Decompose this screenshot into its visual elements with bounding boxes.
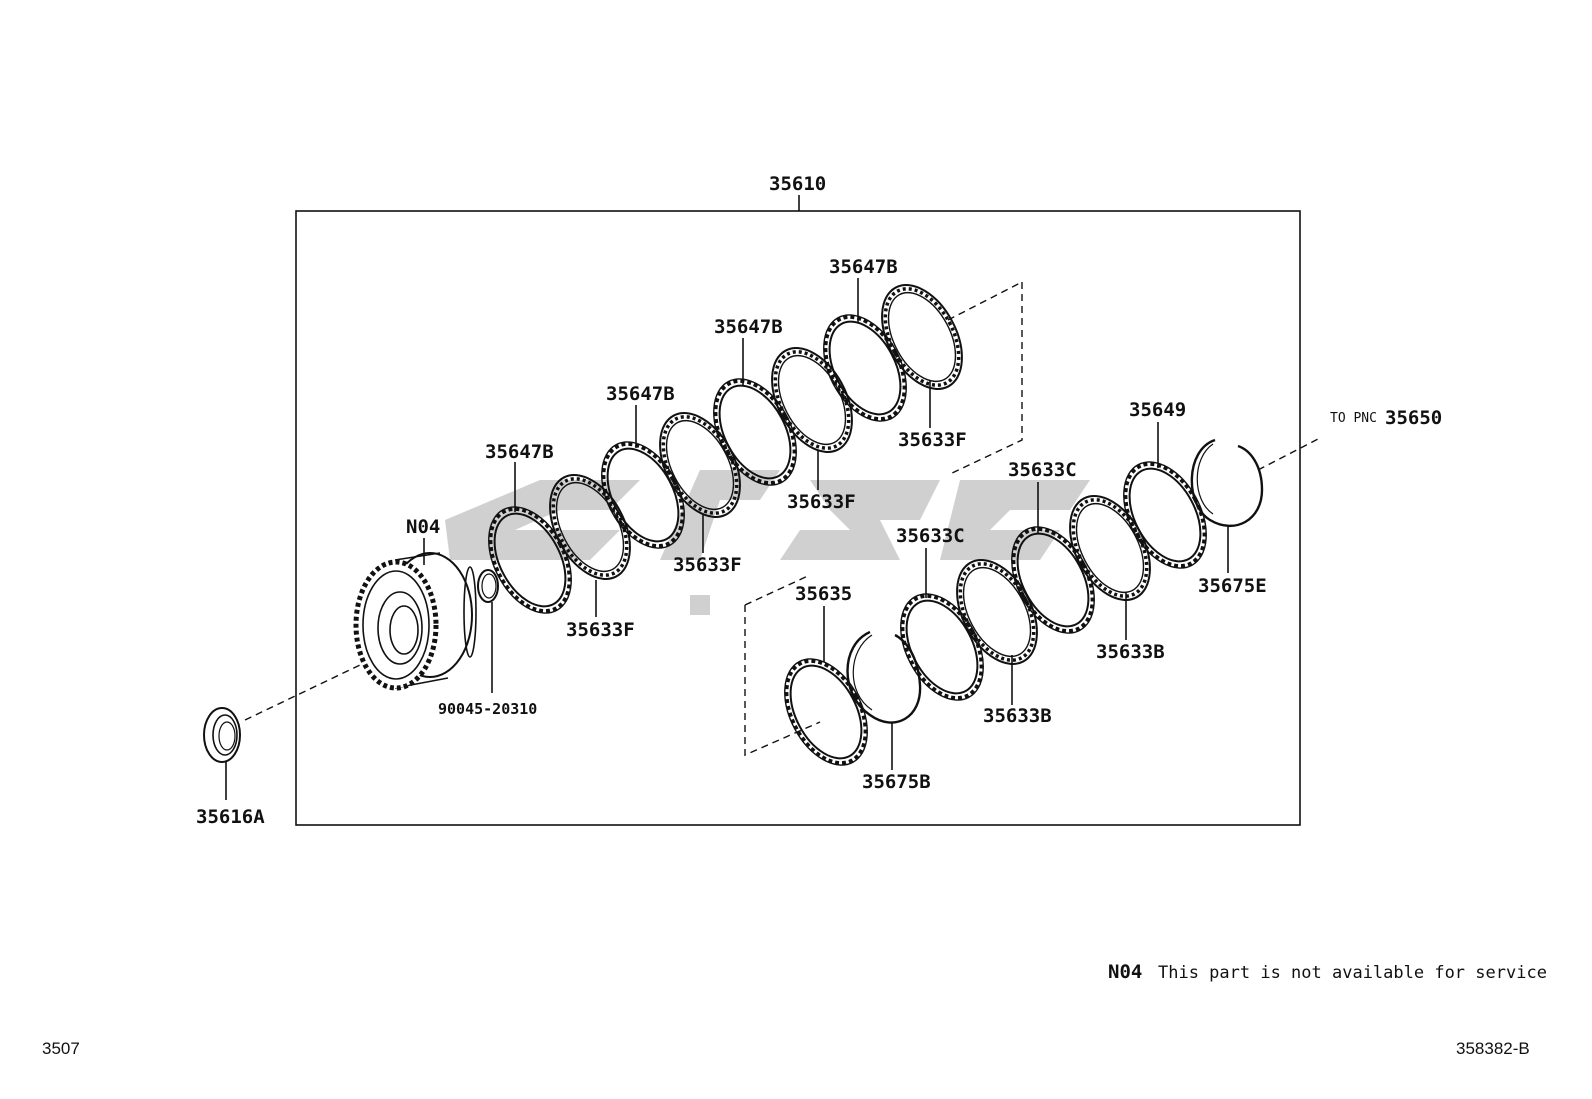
label-N04[interactable]: N04 xyxy=(406,516,440,538)
label-35647B-4[interactable]: 35647B xyxy=(829,256,898,278)
label-35649[interactable]: 35649 xyxy=(1129,399,1186,421)
label-35633F-3[interactable]: 35633F xyxy=(787,491,856,513)
label-35610[interactable]: 35610 xyxy=(769,173,826,195)
label-35616A[interactable]: 35616A xyxy=(196,806,265,828)
label-35633F-1[interactable]: 35633F xyxy=(566,619,635,641)
disc-35647b-4-icon[interactable] xyxy=(807,301,923,435)
plate-35633f-2-icon[interactable] xyxy=(641,397,759,533)
clutch-drum-icon[interactable] xyxy=(353,552,477,691)
label-35647B-3[interactable]: 35647B xyxy=(714,316,783,338)
label-35647B-2[interactable]: 35647B xyxy=(606,383,675,405)
label-35633C-1[interactable]: 35633C xyxy=(896,525,965,547)
label-35650[interactable]: 35650 xyxy=(1385,407,1442,429)
assembly-box xyxy=(295,210,1301,826)
label-35675B[interactable]: 35675B xyxy=(862,771,931,793)
footnote-code: N04 xyxy=(1108,961,1142,983)
label-35633F-2[interactable]: 35633F xyxy=(673,554,742,576)
label-90045-20310[interactable]: 90045-20310 xyxy=(438,700,537,718)
corner-left-id: 3507 xyxy=(42,1039,80,1058)
label-35633C-2[interactable]: 35633C xyxy=(1008,459,1077,481)
label-35635[interactable]: 35635 xyxy=(795,583,852,605)
snap-ring-35675e-icon[interactable] xyxy=(1190,438,1264,528)
label-35633B-1[interactable]: 35633B xyxy=(983,705,1052,727)
label-35633F-4[interactable]: 35633F xyxy=(898,429,967,451)
label-35633B-2[interactable]: 35633B xyxy=(1096,641,1165,663)
label-35675E[interactable]: 35675E xyxy=(1198,575,1267,597)
to-pnc-label: TO PNC xyxy=(1330,411,1377,426)
small-snap-ring-icon[interactable] xyxy=(477,569,499,603)
watermark-logo xyxy=(445,470,1090,615)
thrust-washer-icon[interactable] xyxy=(203,707,241,763)
label-35647B-1[interactable]: 35647B xyxy=(485,441,554,463)
corner-right-id: 358382-B xyxy=(1456,1039,1530,1058)
footnote-text: This part is not available for service xyxy=(1158,963,1547,983)
plate-35633f-4-icon[interactable] xyxy=(863,269,981,405)
